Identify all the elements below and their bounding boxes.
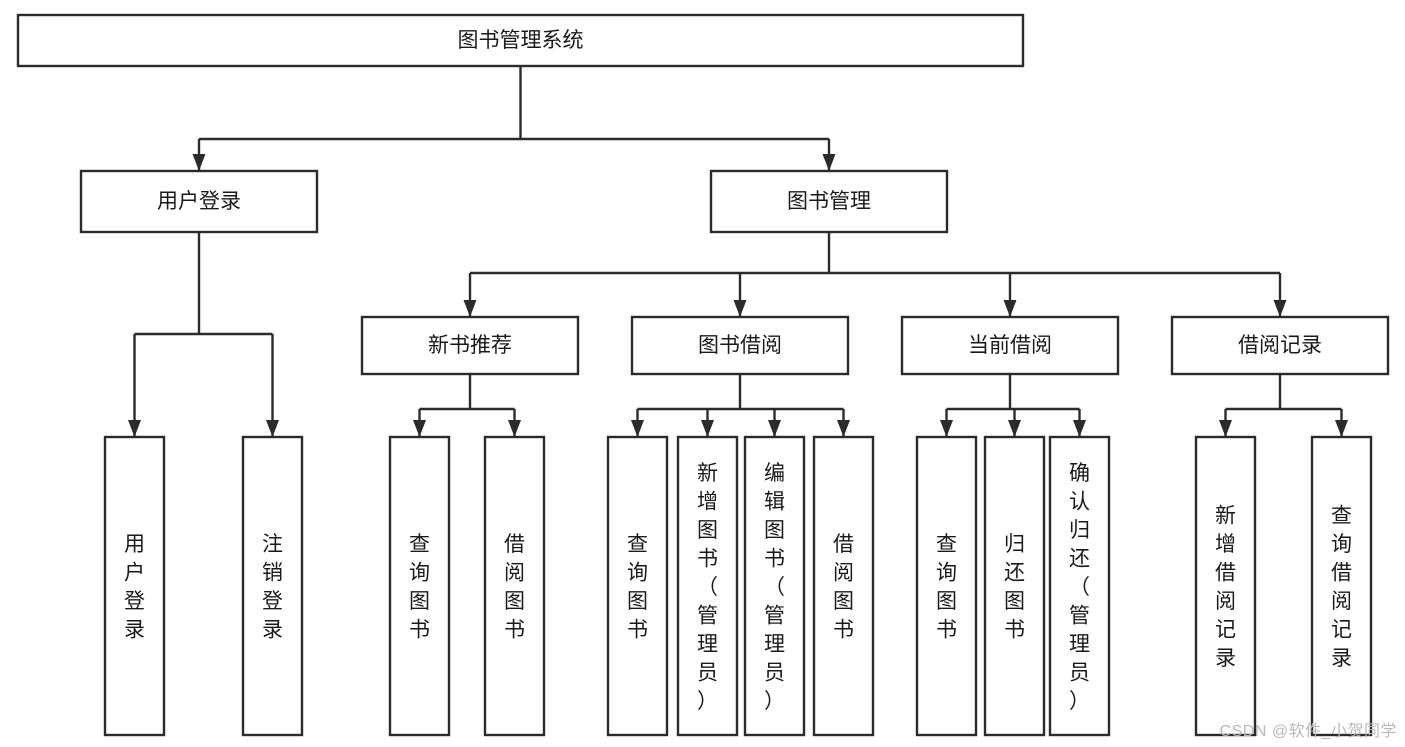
node-label-leaf-logout: 注销登录: [262, 533, 283, 642]
node-box-leaf-user-login[interactable]: [103, 435, 166, 737]
node-box-leaf-query-book-borrow[interactable]: [606, 435, 669, 737]
node-box-leaf-logout[interactable]: [241, 435, 304, 737]
node-label-current-borrow: 当前借阅: [968, 334, 1052, 357]
book-manage-arrow-1: [733, 300, 747, 317]
node-box-leaf-add-book-admin[interactable]: [676, 435, 739, 737]
node-box-leaf-query-borrow-record[interactable]: [1310, 435, 1373, 737]
node-box-leaf-edit-book-admin[interactable]: [743, 435, 806, 737]
node-box-leaf-query-book-rec[interactable]: [388, 435, 451, 737]
current-borrow-arrow-1: [1008, 420, 1021, 437]
node-leaf-add-book-admin[interactable]: 新增图书（管理员）: [676, 435, 739, 737]
new-book-recommend-arrow-1: [508, 420, 521, 437]
user-login-arrow-1: [266, 420, 279, 437]
user-login-arrow-0: [128, 420, 141, 437]
csdn-watermark: CSDN @软件_小贺同学: [1219, 723, 1397, 740]
node-label-book-borrow: 图书借阅: [698, 334, 782, 357]
node-label-leaf-add-book-admin: 新增图书（管理员）: [697, 462, 718, 713]
node-leaf-edit-book-admin[interactable]: 编辑图书（管理员）: [743, 435, 806, 737]
node-label-leaf-borrow-book: 借阅图书: [833, 533, 854, 642]
node-leaf-query-book-borrow[interactable]: 查询图书: [606, 435, 669, 737]
node-new-book-recommend[interactable]: 新书推荐: [360, 315, 580, 376]
node-leaf-return-book[interactable]: 归还图书: [983, 435, 1046, 737]
borrow-record-arrow-0: [1219, 420, 1232, 437]
node-label-leaf-query-borrow-record: 查询借阅记录: [1331, 505, 1352, 671]
book-borrow-arrow-0: [631, 420, 644, 437]
root-arrow-1: [822, 154, 836, 171]
current-borrow-arrow-2: [1073, 420, 1086, 437]
node-label-leaf-confirm-return-admin: 确认归还（管理员）: [1069, 462, 1090, 713]
node-leaf-borrow-book-rec[interactable]: 借阅图书: [483, 435, 546, 737]
book-borrow-arrow-3: [837, 420, 850, 437]
node-leaf-logout[interactable]: 注销登录: [241, 435, 304, 737]
node-leaf-confirm-return-admin[interactable]: 确认归还（管理员）: [1048, 435, 1111, 737]
book-manage-arrow-3: [1273, 300, 1287, 317]
node-box-user-login[interactable]: [79, 169, 319, 234]
node-box-leaf-return-book[interactable]: [983, 435, 1046, 737]
new-book-recommend-arrow-0: [413, 420, 426, 437]
book-manage-arrow-2: [1003, 300, 1017, 317]
node-label-leaf-query-book-rec: 查询图书: [409, 533, 430, 642]
node-box-new-book-recommend[interactable]: [360, 315, 580, 376]
node-label-leaf-user-login: 用户登录: [124, 533, 145, 642]
node-leaf-borrow-book[interactable]: 借阅图书: [812, 435, 875, 737]
node-label-leaf-query-book-borrow: 查询图书: [627, 533, 648, 642]
node-borrow-record[interactable]: 借阅记录: [1170, 315, 1390, 376]
node-current-borrow[interactable]: 当前借阅: [900, 315, 1120, 376]
node-label-root: 图书管理系统: [458, 29, 584, 52]
node-label-leaf-borrow-book-rec: 借阅图书: [504, 533, 525, 642]
node-label-user-login: 用户登录: [157, 190, 241, 213]
node-leaf-query-book-rec[interactable]: 查询图书: [388, 435, 451, 737]
node-box-book-borrow[interactable]: [630, 315, 850, 376]
node-box-borrow-record[interactable]: [1170, 315, 1390, 376]
node-leaf-user-login[interactable]: 用户登录: [103, 435, 166, 737]
nodes-layer: 图书管理系统用户登录图书管理新书推荐图书借阅当前借阅借阅记录用户登录注销登录查询…: [16, 13, 1390, 737]
node-root[interactable]: 图书管理系统: [16, 13, 1025, 68]
node-box-leaf-query-book-current[interactable]: [915, 435, 978, 737]
node-label-book-manage: 图书管理: [787, 190, 871, 213]
root-arrow-0: [192, 154, 206, 171]
node-leaf-query-borrow-record[interactable]: 查询借阅记录: [1310, 435, 1373, 737]
book-manage-arrow-0: [463, 300, 477, 317]
node-box-book-manage[interactable]: [709, 169, 949, 234]
node-box-leaf-borrow-book[interactable]: [812, 435, 875, 737]
node-leaf-add-borrow-record[interactable]: 新增借阅记录: [1194, 435, 1257, 737]
book-borrow-arrow-1: [701, 420, 714, 437]
node-label-leaf-query-book-current: 查询图书: [936, 533, 957, 642]
node-box-leaf-borrow-book-rec[interactable]: [483, 435, 546, 737]
node-label-new-book-recommend: 新书推荐: [428, 334, 512, 357]
node-label-leaf-add-borrow-record: 新增借阅记录: [1215, 505, 1236, 671]
node-box-current-borrow[interactable]: [900, 315, 1120, 376]
node-book-borrow[interactable]: 图书借阅: [630, 315, 850, 376]
node-box-leaf-confirm-return-admin[interactable]: [1048, 435, 1111, 737]
book-borrow-arrow-2: [768, 420, 781, 437]
node-label-leaf-return-book: 归还图书: [1004, 533, 1025, 642]
node-box-leaf-add-borrow-record[interactable]: [1194, 435, 1257, 737]
current-borrow-arrow-0: [940, 420, 953, 437]
node-user-login[interactable]: 用户登录: [79, 169, 319, 234]
node-label-borrow-record: 借阅记录: [1238, 334, 1322, 357]
node-label-leaf-edit-book-admin: 编辑图书（管理员）: [764, 462, 785, 713]
connectors-layer: [128, 66, 1348, 437]
node-leaf-query-book-current[interactable]: 查询图书: [915, 435, 978, 737]
borrow-record-arrow-1: [1335, 420, 1348, 437]
node-box-root[interactable]: [16, 13, 1025, 68]
node-book-manage[interactable]: 图书管理: [709, 169, 949, 234]
